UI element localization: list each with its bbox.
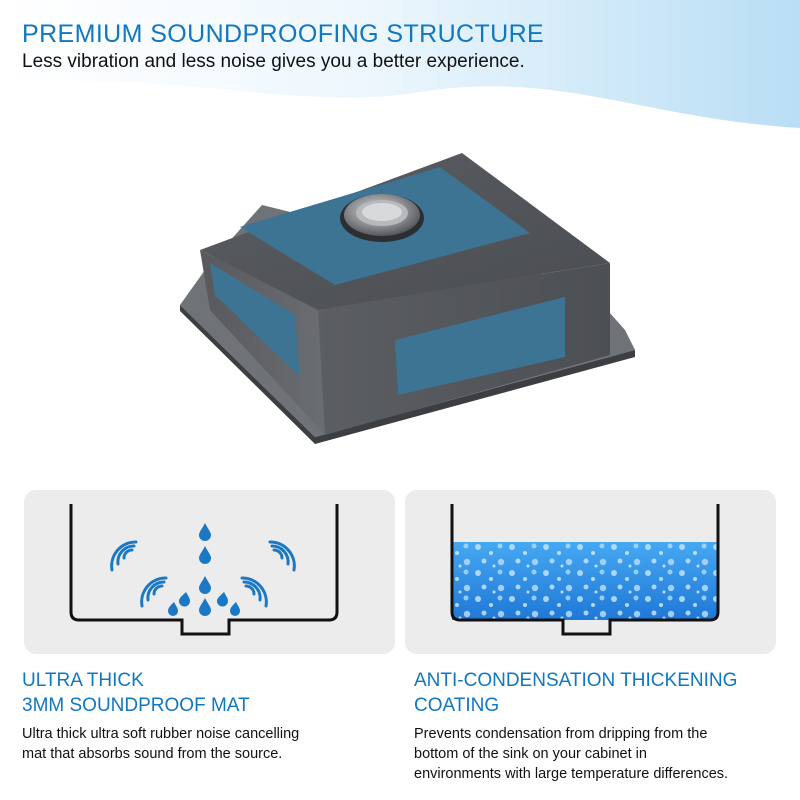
feature-description-coating-line-3: environments with large temperature diff… <box>414 766 729 782</box>
header-wave-background <box>0 0 800 128</box>
feature-heading-soundproof-line-1: ULTRA THICK <box>22 670 144 691</box>
feature-description-coating-line-1: Prevents condensation from dripping from… <box>414 726 708 742</box>
feature-description-coating-line-2: bottom of the sink on your cabinet in <box>414 746 647 762</box>
page-subtitle: Less vibration and less noise gives you … <box>22 51 525 72</box>
soundproof-mat-illustration-panel <box>24 490 395 654</box>
feature-description-soundproof-line-1: Ultra thick ultra soft rubber noise canc… <box>22 726 300 742</box>
water-condensation-icon <box>450 504 720 636</box>
feature-description-soundproof-line-2: mat that absorbs sound from the source. <box>22 746 283 762</box>
sound-wave-drops-icon <box>69 504 339 636</box>
feature-heading-coating-line-1: ANTI-CONDENSATION THICKENING <box>414 670 738 691</box>
feature-heading-soundproof-line-2: 3MM SOUNDPROOF MAT <box>22 695 250 716</box>
feature-heading-coating-line-2: COATING <box>414 695 500 716</box>
condensation-coating-illustration-panel <box>405 490 776 654</box>
sink-product-image <box>180 153 635 444</box>
page-title: PREMIUM SOUNDPROOFING STRUCTURE <box>22 20 545 48</box>
